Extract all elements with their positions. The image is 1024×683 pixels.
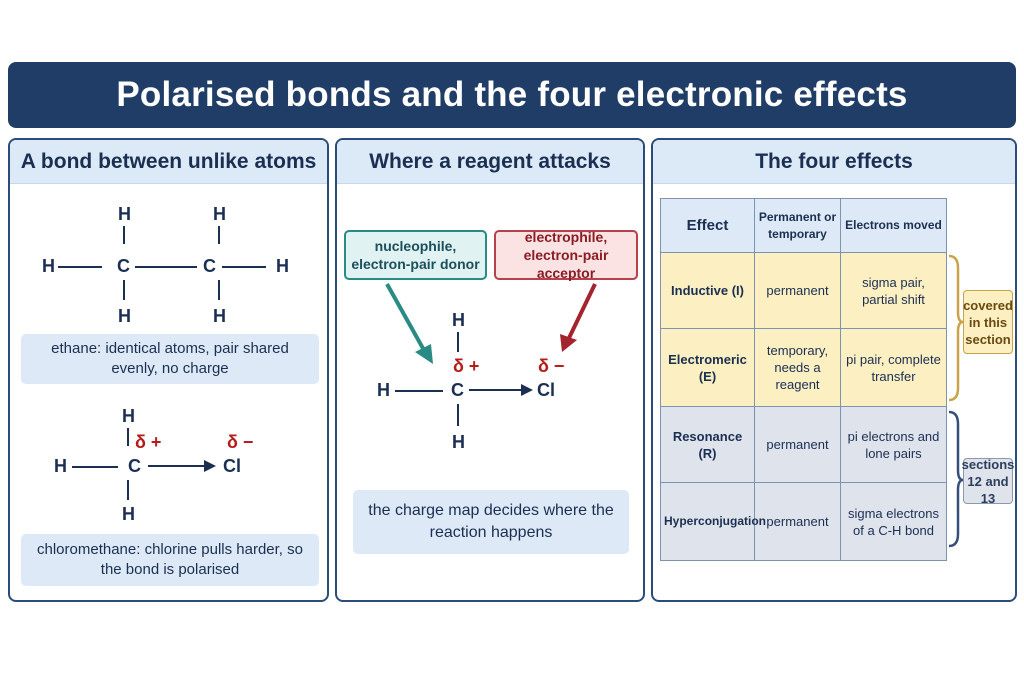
table-row: Inductive (I) permanent sigma pair, part…: [660, 252, 947, 329]
effect-nature-cell: temporary, needs a reagent: [754, 328, 841, 407]
ethane-h-left: H: [42, 256, 55, 276]
attack-panel: Where a reagent attacks nucleophile, ele…: [335, 138, 645, 602]
polarisation-arrow-head: [521, 384, 533, 396]
ethane-c-right: C: [203, 256, 216, 276]
ethane-bond: [123, 226, 125, 244]
effects-panel: The four effects Effect Permanent or tem…: [651, 138, 1017, 602]
attack-bond: [395, 390, 443, 392]
effect-electrons-cell: pi electrons and lone pairs: [840, 406, 947, 483]
attack-panel-heading: Where a reagent attacks: [337, 140, 643, 184]
effects-table-header-row: Effect Permanent or temporary Electrons …: [660, 198, 947, 253]
page-title: Polarised bonds and the four electronic …: [116, 75, 908, 114]
ethane-h-top-right: H: [213, 204, 226, 224]
column-header-electrons: Electrons moved: [840, 198, 947, 253]
effect-nature-cell: permanent: [754, 252, 841, 329]
ethane-bond: [123, 280, 125, 300]
nucleophile-tag-line1: nucleophile,: [374, 238, 457, 254]
effect-name-cell: Resonance (R): [660, 406, 755, 483]
nucleophile-arrow-line: [385, 283, 427, 353]
ethane-h-bottom-right: H: [213, 306, 226, 326]
ethane-h-right: H: [276, 256, 289, 276]
ethane-bond: [135, 266, 197, 268]
chloromethane-bond: [72, 466, 118, 468]
table-row: Resonance (R) permanent pi electrons and…: [660, 406, 947, 483]
effect-electrons-cell: sigma pair, partial shift: [840, 252, 947, 329]
bond-panel: A bond between unlike atoms H H H C C H …: [8, 138, 329, 602]
electrophile-arrow-head: [560, 334, 577, 352]
effect-name-cell: Inductive (I): [660, 252, 755, 329]
ethane-bond: [218, 226, 220, 244]
effect-nature-cell: permanent: [754, 406, 841, 483]
column-header-nature: Permanent or temporary: [754, 198, 841, 253]
attack-cl: Cl: [537, 380, 555, 400]
attack-arrow-layer: [385, 283, 597, 396]
chloromethane-delta-minus: δ −: [227, 432, 254, 452]
bracket-b-label: sections 12 and 13: [961, 456, 1015, 506]
chloromethane-delta-plus: δ +: [135, 432, 162, 452]
ethane-bond: [218, 280, 220, 300]
nucleophile-arrow-head: [415, 344, 433, 364]
effect-electrons-cell: sigma electrons of a C-H bond: [840, 482, 947, 561]
chloromethane-c: C: [128, 456, 141, 476]
polarisation-arrow-head: [204, 460, 216, 472]
attack-bond: [457, 332, 459, 352]
attack-h-left: H: [377, 380, 390, 400]
bracket-a: [948, 254, 964, 402]
nucleophile-tag-line2: electron-pair donor: [351, 256, 480, 272]
chloromethane-bond: [127, 428, 129, 446]
table-row: Electromeric (E) temporary, needs a reag…: [660, 328, 947, 407]
ethane-caption: ethane: identical atoms, pair shared eve…: [21, 334, 319, 384]
effects-table: Effect Permanent or temporary Electrons …: [660, 198, 947, 561]
attack-bond: [457, 404, 459, 426]
ethane-h-top-left: H: [118, 204, 131, 224]
bond-panel-heading: A bond between unlike atoms: [10, 140, 327, 184]
attack-h-top: H: [452, 310, 465, 330]
chloromethane-h-top: H: [122, 406, 135, 426]
bracket-layer: [948, 254, 964, 548]
attack-caption: the charge map decides where the reactio…: [353, 490, 629, 554]
electrophile-tag-line2: electron-pair acceptor: [523, 247, 609, 281]
attack-h-bottom: H: [452, 432, 465, 452]
electrophile-tag-line1: electrophile,: [524, 229, 608, 245]
effect-electrons-cell: pi pair, complete transfer: [840, 328, 947, 407]
ethane-h-bottom-left: H: [118, 306, 131, 326]
electrophile-tag: electrophile, electron-pair acceptor: [494, 229, 638, 281]
effect-nature-cell: permanent: [754, 482, 841, 561]
chloromethane-cl: Cl: [223, 456, 241, 476]
effects-panel-heading: The four effects: [653, 140, 1015, 184]
nucleophile-tag: nucleophile, electron-pair donor: [344, 230, 487, 280]
attack-delta-plus: δ +: [453, 356, 480, 376]
electrophile-arrow-line: [567, 283, 597, 339]
table-row: Hyperconjugation permanent sigma electro…: [660, 482, 947, 561]
column-header-effect: Effect: [660, 198, 755, 253]
attack-delta-minus: δ −: [538, 356, 565, 376]
chloromethane-h-bottom: H: [122, 504, 135, 524]
effect-name-cell: Electromeric (E): [660, 328, 755, 407]
ethane-bond: [222, 266, 266, 268]
chloromethane-h-left: H: [54, 456, 67, 476]
chloromethane-arrow-layer: [148, 460, 216, 472]
effect-name-cell: Hyperconjugation: [660, 482, 766, 561]
chloromethane-caption: chloromethane: chlorine pulls harder, so…: [21, 534, 319, 586]
bracket-a-label: covered in this section: [963, 290, 1013, 354]
ethane-bond: [58, 266, 102, 268]
title-bar: Polarised bonds and the four electronic …: [8, 62, 1016, 128]
attack-c: C: [451, 380, 464, 400]
ethane-c-left: C: [117, 256, 130, 276]
chloromethane-bond: [127, 480, 129, 500]
